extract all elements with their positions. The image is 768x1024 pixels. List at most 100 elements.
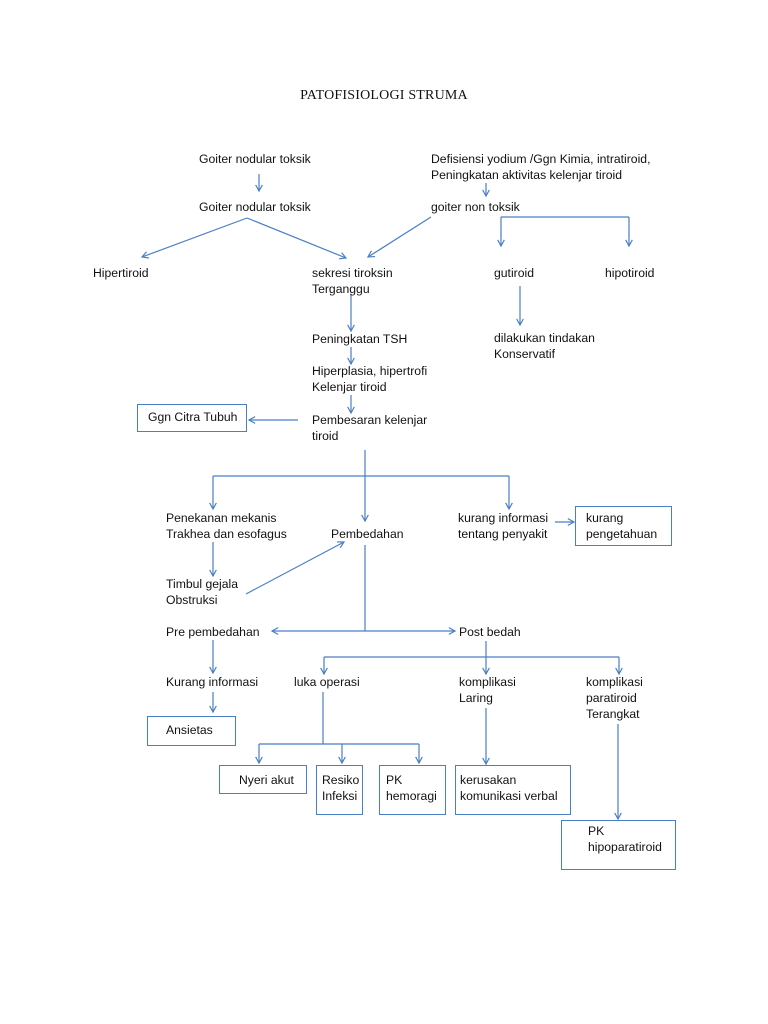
- node-text-line: Hipertiroid: [93, 266, 149, 280]
- node-text-line: gutiroid: [494, 266, 534, 280]
- diagram-title: PATOFISIOLOGI STRUMA: [300, 88, 468, 103]
- arrowhead: [361, 514, 369, 523]
- node-goiter-nodular-toksik-top: Goiter nodular toksik: [199, 151, 311, 167]
- node-text-line: Infeksi: [322, 789, 358, 803]
- node-text-line: Ggn Citra Tubuh: [148, 410, 238, 424]
- node-text-line: Timbul gejala: [166, 577, 239, 591]
- node-text-line: komunikasi verbal: [460, 789, 558, 803]
- box-nyeri-akut: Nyeri akut: [219, 765, 307, 794]
- arrowhead: [516, 318, 524, 327]
- arrowhead: [347, 406, 355, 415]
- node-pembedahan: Pembedahan: [331, 526, 404, 542]
- arrowhead: [347, 324, 355, 333]
- arrowhead: [448, 627, 457, 635]
- arrowhead: [140, 251, 150, 259]
- node-text-line: hemoragi: [386, 789, 437, 803]
- node-text-line: paratiroid: [586, 691, 637, 705]
- node-sekresi-tiroksin: sekresi tiroksin Terganggu: [312, 265, 393, 297]
- node-text-line: PK: [386, 773, 403, 787]
- connector-arrow: [245, 541, 345, 595]
- node-text-line: Trakhea dan esofagus: [166, 527, 287, 541]
- arrowhead: [567, 518, 576, 526]
- node-text-line: luka operasi: [294, 675, 360, 689]
- node-text-line: PK: [588, 824, 605, 838]
- node-text-line: goiter non toksik: [431, 200, 520, 214]
- node-text-line: komplikasi: [459, 675, 516, 689]
- node-hipertiroid: Hipertiroid: [93, 265, 149, 281]
- box-kurang-pengetahuan: kurang pengetahuan: [575, 506, 672, 546]
- node-text-line: Kelenjar tiroid: [312, 380, 387, 394]
- node-kurang-informasi: Kurang informasi: [166, 674, 258, 690]
- node-text-line: Peningkatan aktivitas kelenjar tiroid: [431, 168, 623, 182]
- arrowhead: [482, 757, 490, 766]
- node-text-line: Pembesaran kelenjar: [312, 413, 428, 427]
- node-text-line: Goiter nodular toksik: [199, 200, 311, 214]
- node-text-line: komplikasi: [586, 675, 643, 689]
- box-ggn-citra-tubuh: Ggn Citra Tubuh: [137, 404, 247, 432]
- node-text-line: Post bedah: [459, 625, 521, 639]
- arrowhead: [347, 357, 355, 366]
- node-gutiroid: gutiroid: [494, 265, 534, 281]
- node-pre-pembedahan: Pre pembedahan: [166, 624, 260, 640]
- node-goiter-nodular-toksik: Goiter nodular toksik: [199, 199, 311, 215]
- node-text-line: tiroid: [312, 429, 339, 443]
- node-post-bedah: Post bedah: [459, 624, 521, 640]
- arrowhead: [247, 416, 256, 424]
- arrowhead: [255, 184, 263, 193]
- node-text-line: Hiperplasia, hipertrofi: [312, 364, 428, 378]
- arrowhead: [338, 756, 346, 765]
- node-text-line: Terangkat: [586, 707, 640, 721]
- node-text-line: Resiko: [322, 773, 360, 787]
- box-ansietas: Ansietas: [147, 716, 236, 746]
- arrowhead: [614, 812, 622, 821]
- arrowhead: [255, 756, 263, 765]
- arrowhead: [209, 666, 217, 675]
- node-text-line: Peningkatan TSH: [312, 332, 408, 346]
- node-text-line: sekresi tiroksin: [312, 266, 393, 280]
- node-text-line: Pembedahan: [331, 527, 404, 541]
- node-text-line: hipotiroid: [605, 266, 655, 280]
- node-text-line: Laring: [459, 691, 493, 705]
- arrowhead: [336, 541, 346, 549]
- node-text-line: Konservatif: [494, 347, 555, 361]
- node-text-line: Terganggu: [312, 282, 370, 296]
- node-text-line: Nyeri akut: [239, 773, 294, 787]
- node-text-line: hipoparatiroid: [588, 840, 662, 854]
- arrowhead: [497, 239, 505, 248]
- arrowhead: [482, 189, 490, 198]
- arrowhead: [615, 667, 623, 676]
- arrowhead: [270, 627, 279, 635]
- arrowhead: [320, 667, 328, 676]
- arrowhead: [338, 252, 348, 260]
- box-pk-hemoragi: PK hemoragi: [379, 765, 446, 815]
- arrowhead: [482, 667, 490, 676]
- node-text-line: dilakukan tindakan: [494, 331, 595, 345]
- connector-arrow: [141, 217, 248, 258]
- node-text-line: Pre pembedahan: [166, 625, 260, 639]
- arrowhead: [625, 239, 633, 248]
- node-text-line: tentang penyakit: [458, 527, 548, 541]
- arrowhead: [209, 502, 217, 511]
- node-text-line: Obstruksi: [166, 593, 218, 607]
- node-text-line: kurang: [586, 511, 624, 525]
- arrowhead: [209, 705, 217, 714]
- node-text-line: Ansietas: [166, 723, 213, 737]
- connector-arrow: [367, 216, 432, 258]
- node-luka-operasi: luka operasi: [294, 674, 360, 690]
- node-text-line: Kurang informasi: [166, 675, 259, 689]
- node-text-line: Goiter nodular toksik: [199, 152, 311, 166]
- box-pk-hipoparatiroid: PK hipoparatiroid: [561, 820, 676, 870]
- node-text-line: Defisiensi yodium /Ggn Kimia, intratiroi…: [431, 152, 651, 166]
- node-text-line: pengetahuan: [586, 527, 658, 541]
